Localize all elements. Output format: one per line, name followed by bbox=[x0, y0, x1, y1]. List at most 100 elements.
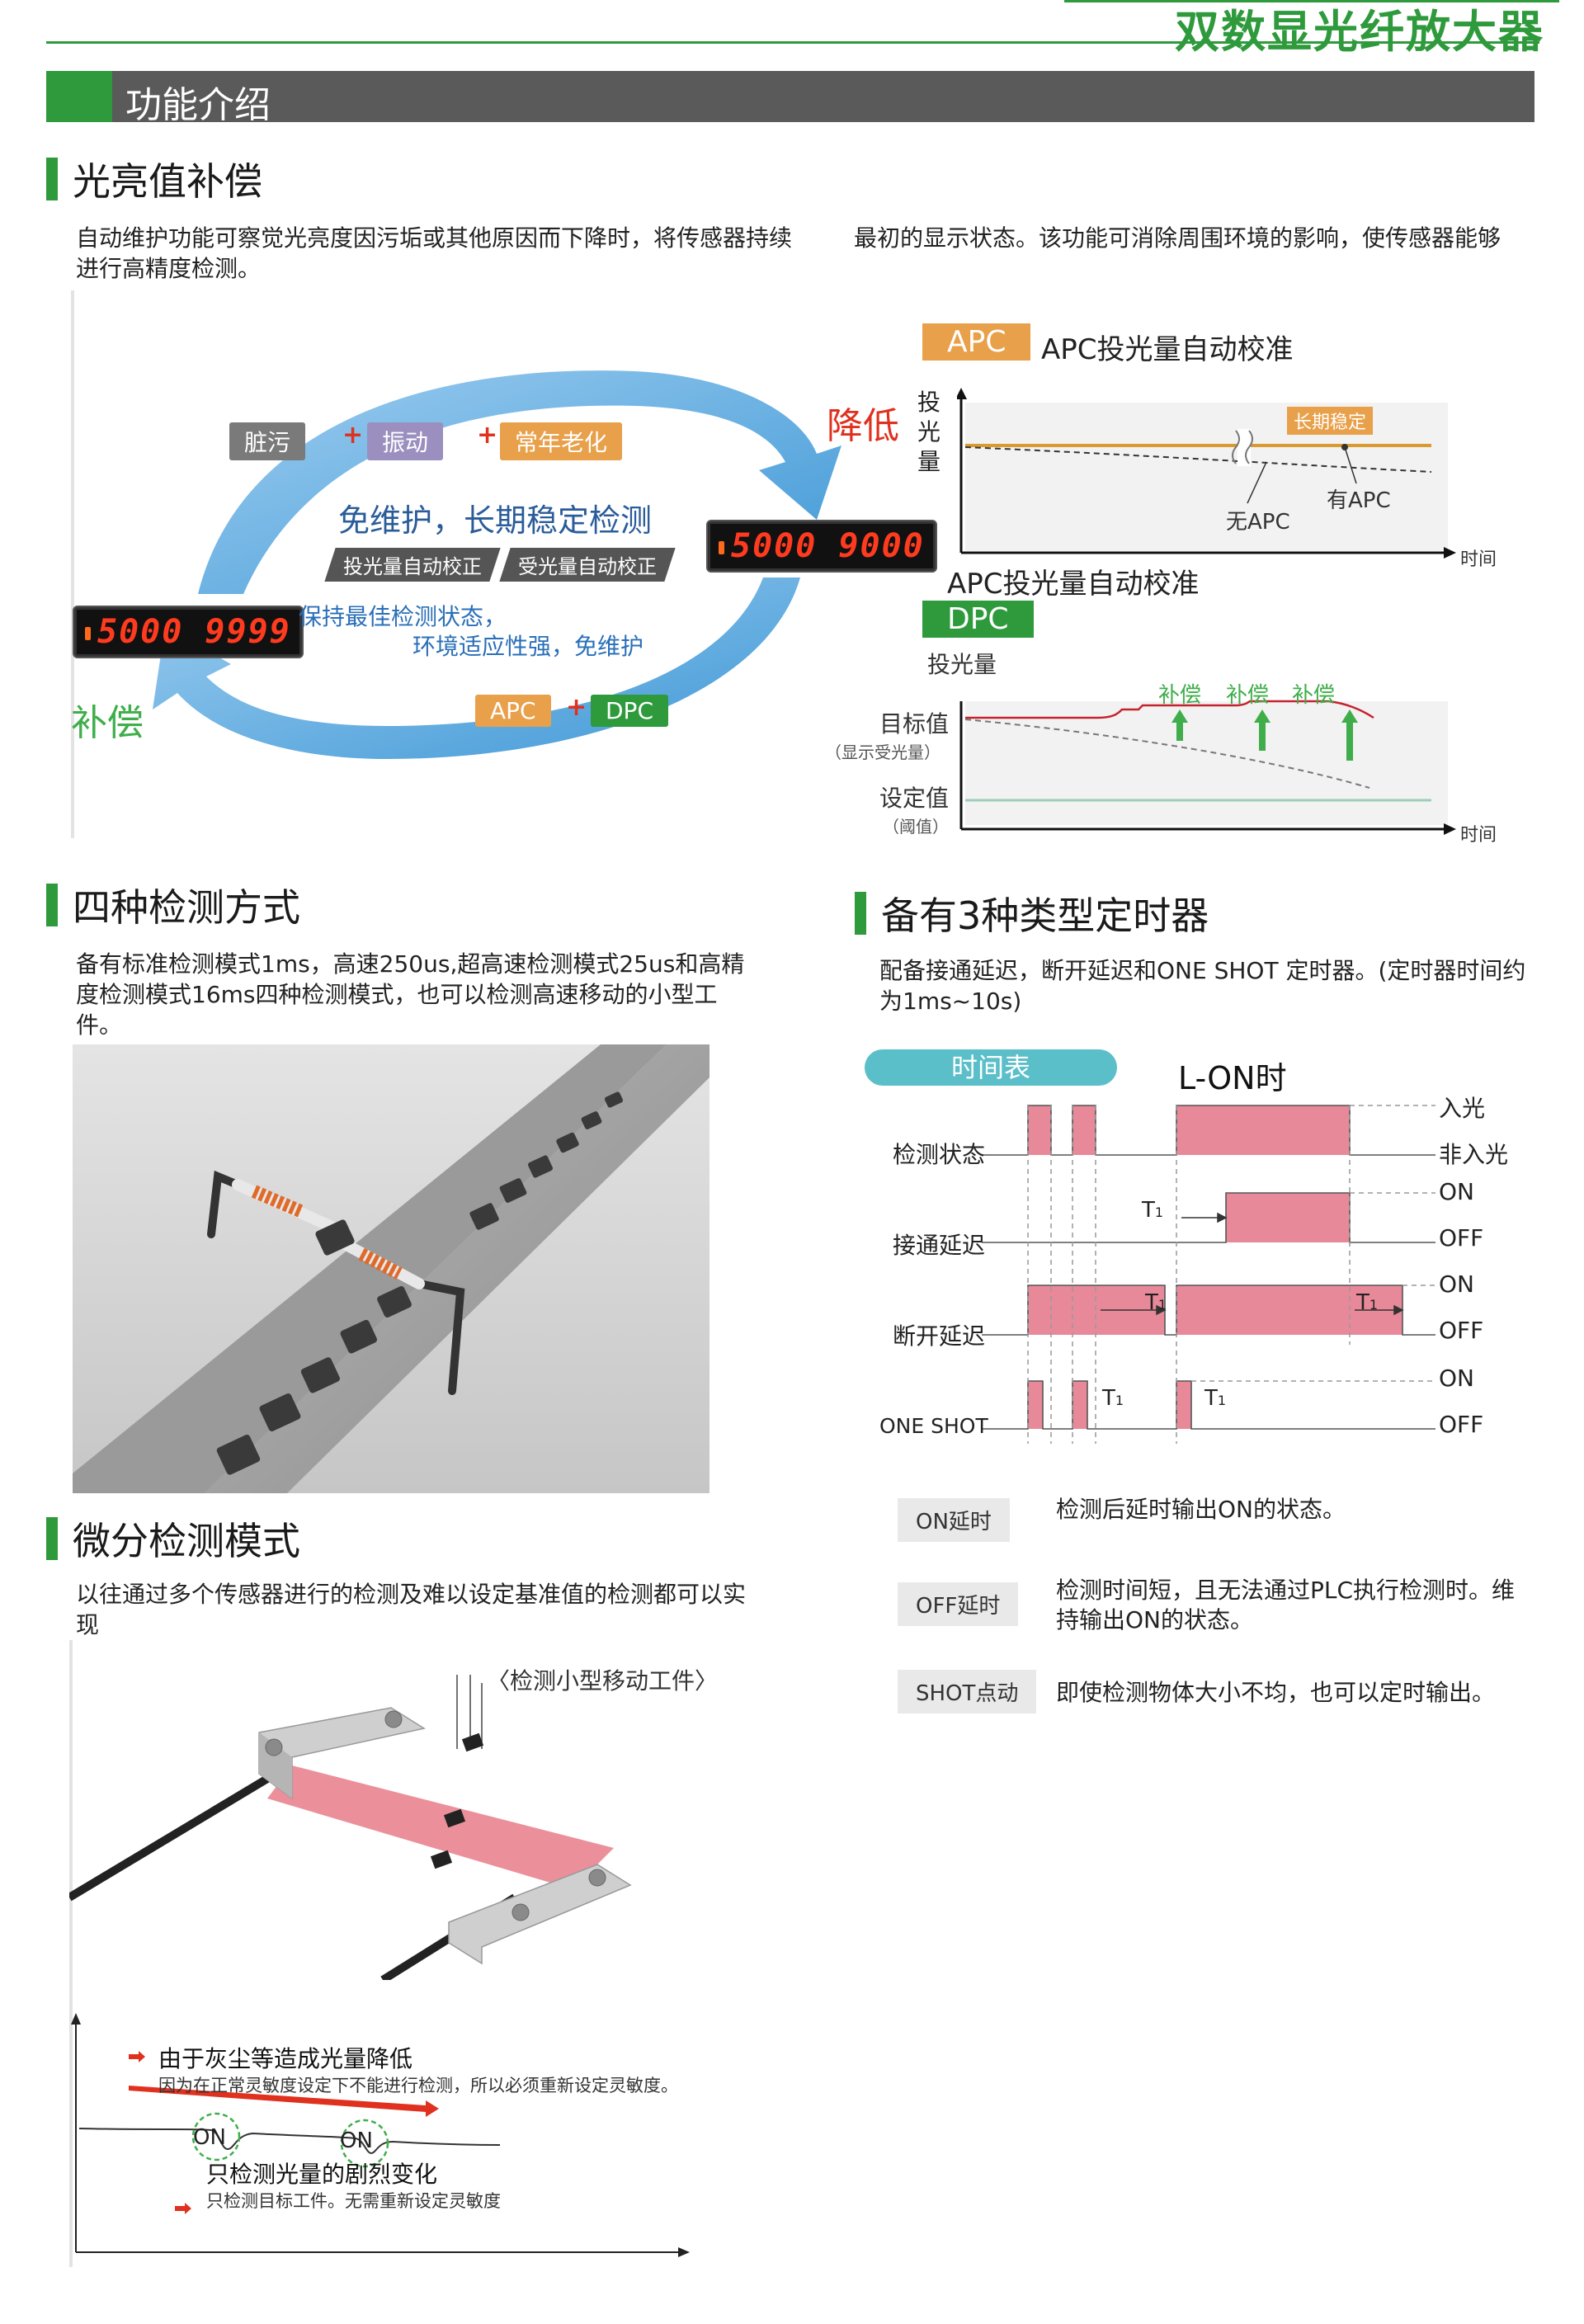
timing-chart-chip: 时间表 bbox=[865, 1049, 1117, 1086]
legend-on-delay-text: 检测后延时输出ON的状态。 bbox=[1056, 1496, 1346, 1523]
dpc-comp-label-3: 补偿 bbox=[1292, 683, 1336, 708]
graph-line2-sub: 只检测目标工件。无需重新设定灵敏度 bbox=[206, 2191, 501, 2211]
apc-chart bbox=[957, 388, 1456, 559]
graph-on-label-1: ON bbox=[193, 2125, 226, 2150]
detected-workpiece bbox=[315, 1219, 355, 1256]
tag-aging: 常年老化 bbox=[500, 422, 623, 460]
lon-label: L-ON时 bbox=[1178, 1060, 1287, 1096]
sensor-head-right bbox=[448, 1864, 632, 1965]
dpc-comp-arrows bbox=[1172, 709, 1358, 761]
apc-caption: APC投光量自动校准 bbox=[947, 568, 1200, 601]
apc-xlabel: 时间 bbox=[1460, 549, 1497, 570]
screw-icon bbox=[588, 1869, 606, 1887]
tag-vibration: 振动 bbox=[367, 422, 444, 460]
differential-desc: 以往通过多个传感器进行的检测及难以设定基准值的检测都可以实现 bbox=[76, 1581, 747, 1638]
dpc-x-arrow bbox=[1444, 823, 1456, 835]
detection-circle bbox=[191, 2112, 241, 2161]
moving-workpiece-caption: 〈检测小型移动工件〉 bbox=[487, 1667, 719, 1695]
dpc-plot-background bbox=[965, 701, 1448, 825]
detect-pulse-1 bbox=[1028, 1105, 1051, 1155]
workpiece bbox=[581, 1111, 602, 1129]
sensor-illustration bbox=[73, 1044, 710, 1493]
cycle-note-1: 保持最佳检测状态， bbox=[299, 603, 507, 630]
heading-marker bbox=[46, 1517, 58, 1560]
label-compensate: 补偿 bbox=[71, 702, 144, 744]
brightness-desc-left: 自动维护功能可察觉光亮度因污垢或其他原因而下降时，将传感器持续进行高精度检测。 bbox=[76, 224, 793, 282]
t1-arrows bbox=[1101, 1212, 1404, 1316]
comp-arrow bbox=[1254, 709, 1270, 751]
heading-brightness-compensation: 光亮值补偿 bbox=[46, 152, 262, 206]
tag-receive-correction: 受光量自动校正 bbox=[499, 548, 676, 582]
label-on: ON bbox=[1439, 1365, 1474, 1392]
decline-arrow bbox=[129, 2086, 439, 2117]
dpc-ylabel: 投光量 bbox=[927, 651, 997, 678]
brightness-desc-right: 最初的显示状态。该功能可消除周围环境的影响，使传感器能够 bbox=[854, 224, 1502, 252]
document-title: 双数显光纤放大器 bbox=[1175, 6, 1544, 58]
heading-four-modes: 四种检测方式 bbox=[46, 878, 300, 932]
graph-line1: 由于灰尘等造成光量降低 bbox=[158, 2045, 413, 2072]
bullet-arrow bbox=[175, 2203, 191, 2214]
dpc-xlabel: 时间 bbox=[1460, 825, 1497, 846]
workpiece bbox=[469, 1203, 499, 1230]
label-drop: 降低 bbox=[827, 405, 899, 447]
top-arc-arrow bbox=[198, 370, 842, 594]
dpc-target-label: 目标值 bbox=[879, 710, 950, 738]
led-indicator bbox=[719, 541, 724, 554]
moving-workpiece bbox=[461, 1732, 484, 1752]
detect-pulse-2 bbox=[1072, 1105, 1096, 1155]
row-label-detect: 检测状态 bbox=[893, 1141, 986, 1168]
legend-off-delay-text: 检测时间短，且无法通过PLC执行检测时。维持输出ON的状态。 bbox=[1056, 1577, 1516, 1633]
plus-sign: + bbox=[566, 693, 587, 722]
legend-shot-text: 即使检测物体大小不均，也可以定时输出。 bbox=[1056, 1679, 1496, 1706]
apc-plot-background bbox=[965, 403, 1448, 551]
tag-apc: APC bbox=[475, 695, 551, 727]
workpiece bbox=[604, 1091, 624, 1108]
left-guide-line bbox=[69, 1640, 73, 2267]
top-rule bbox=[46, 41, 1539, 44]
detect-pulse-3 bbox=[1176, 1105, 1350, 1155]
conveyor-top bbox=[73, 1044, 667, 1493]
detect-signal bbox=[982, 1105, 1436, 1156]
t1-label-oneshot-2: T1 bbox=[1204, 1386, 1227, 1411]
left-guide-line bbox=[71, 290, 74, 838]
t1-arrowhead bbox=[1156, 1304, 1167, 1316]
apc-badge: APC bbox=[922, 323, 1031, 361]
label-light-out: 非入光 bbox=[1439, 1141, 1509, 1168]
dpc-setting-label: 设定值 bbox=[879, 785, 950, 812]
apc-pointer-with bbox=[1344, 446, 1357, 484]
cycle-headline: 免维护，长期稳定检测 bbox=[338, 502, 653, 539]
four-modes-desc: 备有标准检测模式1ms，高速250us,超高速检测模式25us和高精度检测模式1… bbox=[76, 950, 745, 1039]
heading-timers: 备有3种类型定时器 bbox=[855, 886, 1209, 940]
heading-text: 备有3种类型定时器 bbox=[881, 893, 1209, 938]
differential-graph bbox=[71, 2013, 690, 2257]
section-bar-accent bbox=[46, 71, 112, 122]
apc-pointer-without bbox=[1247, 461, 1267, 504]
heading-differential: 微分检测模式 bbox=[46, 1511, 300, 1566]
top-accent-line bbox=[1064, 0, 1559, 2]
apc-with-label: 有APC bbox=[1327, 488, 1391, 513]
fiber-cable-right bbox=[415, 1280, 465, 1395]
apc-y-arrow bbox=[957, 388, 967, 399]
timers-desc: 配备接通延迟，断开延迟和ONE SHOT 定时器。(定时器时间约为1ms~10s… bbox=[879, 957, 1526, 1015]
graph-line1-sub: 因为在正常灵敏度设定下不能进行检测，所以必须重新设定灵敏度。 bbox=[158, 2076, 678, 2095]
workpiece bbox=[527, 1155, 554, 1178]
moving-workpiece bbox=[443, 1808, 466, 1828]
dpc-target-sublabel: （显示受光量） bbox=[825, 742, 940, 762]
dpc-comp-label-2: 补偿 bbox=[1226, 683, 1270, 708]
heading-text: 四种检测方式 bbox=[73, 885, 300, 930]
led-display-left: 5000 9999 bbox=[74, 607, 302, 657]
comp-arrow bbox=[1341, 709, 1358, 761]
apc-chart-title: APC投光量自动校准 bbox=[1041, 333, 1294, 366]
cable-left bbox=[69, 1770, 278, 1902]
screw-icon bbox=[512, 1903, 530, 1921]
t1-label-oneshot-1: T1 bbox=[1102, 1386, 1124, 1411]
apc-pointer-dot bbox=[1341, 444, 1348, 450]
heading-marker bbox=[46, 158, 58, 200]
detection-circle bbox=[340, 2119, 389, 2168]
apc-break-curve bbox=[1232, 430, 1253, 464]
legend-shot-label: SHOT点动 bbox=[898, 1670, 1037, 1714]
row-label-on-delay: 接通延迟 bbox=[893, 1232, 986, 1259]
oneshot-pulse-1 bbox=[1028, 1381, 1043, 1429]
comp-arrow bbox=[1172, 709, 1188, 741]
light-beam bbox=[267, 1765, 614, 1889]
